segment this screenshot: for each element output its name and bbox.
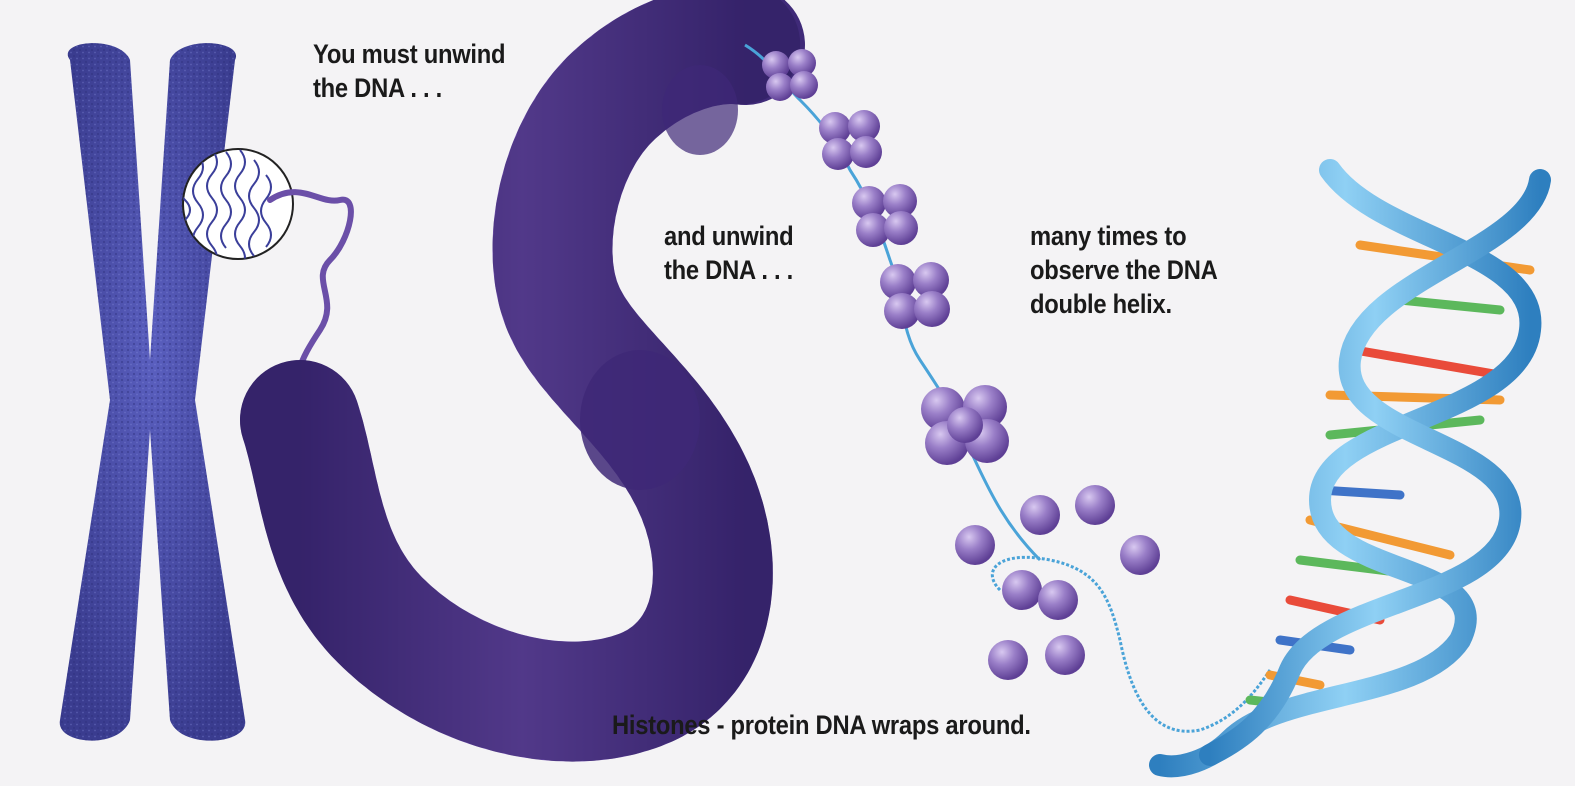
caption-line: and unwind xyxy=(664,220,793,254)
caption-line: You must unwind xyxy=(313,38,505,72)
chromosome-icon xyxy=(60,43,246,741)
histone-icon xyxy=(955,485,1160,680)
caption-unwind-1: You must unwind the DNA . . . xyxy=(313,38,505,106)
caption-line: the DNA . . . xyxy=(664,254,793,288)
caption-line: observe the DNA xyxy=(1030,254,1217,288)
caption-unwind-2: and unwind the DNA . . . xyxy=(664,220,793,288)
caption-line: the DNA . . . xyxy=(313,72,505,106)
chromatin-fiber-icon xyxy=(300,44,745,702)
caption-many-times: many times to observe the DNA double hel… xyxy=(1030,220,1217,321)
nucleosome-icon xyxy=(762,49,1009,465)
caption-histones: Histones - protein DNA wraps around. xyxy=(612,709,1031,743)
caption-line: many times to xyxy=(1030,220,1217,254)
caption-line: double helix. xyxy=(1030,288,1217,322)
